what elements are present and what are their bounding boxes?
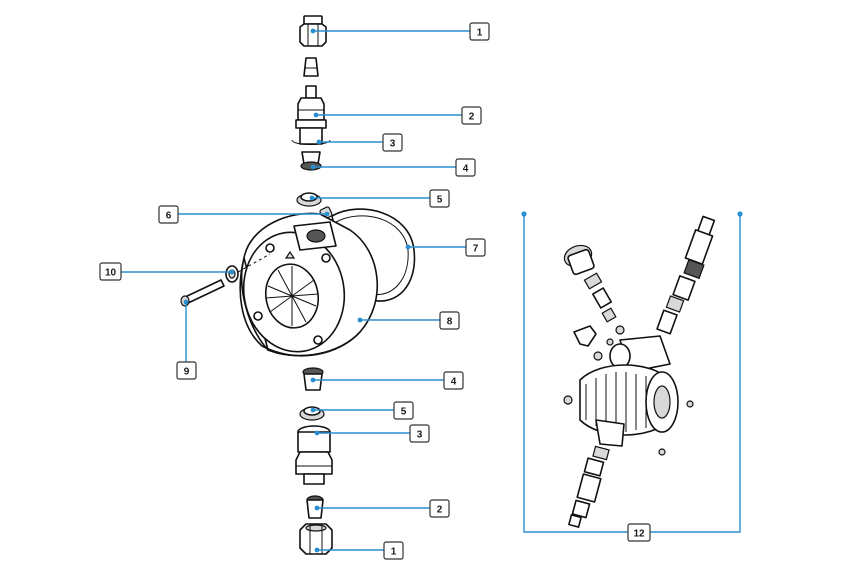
assembled-upper-valve xyxy=(656,215,716,335)
callout-9: 9 xyxy=(176,361,197,380)
top-hex-nut-fitting xyxy=(299,15,327,47)
bottom-washer xyxy=(299,406,325,421)
svg-text:5: 5 xyxy=(401,407,407,418)
callout-7: 7 xyxy=(465,238,486,257)
callout-6: 6 xyxy=(158,205,179,224)
svg-text:3: 3 xyxy=(417,430,423,441)
callout-5-top: 5 xyxy=(429,189,450,208)
callout-2-bottom: 2 xyxy=(429,499,450,518)
svg-text:1: 1 xyxy=(477,28,483,39)
assembled-pump-body xyxy=(579,335,679,447)
callout-8: 8 xyxy=(439,311,460,330)
svg-text:3: 3 xyxy=(390,139,396,150)
assembled-upper-knob xyxy=(563,244,617,323)
pump-head-body xyxy=(239,212,379,357)
callout-3-top: 3 xyxy=(382,133,403,152)
callout-12: 12 xyxy=(627,523,651,542)
svg-text:8: 8 xyxy=(447,317,453,328)
callout-5-bottom: 5 xyxy=(393,401,414,420)
svg-text:7: 7 xyxy=(473,244,479,255)
svg-text:4: 4 xyxy=(451,377,457,388)
callout-3-bottom: 3 xyxy=(409,424,430,443)
svg-text:2: 2 xyxy=(437,505,443,516)
svg-text:6: 6 xyxy=(166,211,172,222)
svg-text:5: 5 xyxy=(437,195,443,206)
svg-text:1: 1 xyxy=(391,547,397,558)
callout-4-bottom: 4 xyxy=(443,371,464,390)
svg-text:2: 2 xyxy=(469,112,475,123)
callout-2-top: 2 xyxy=(461,106,482,125)
top-washer xyxy=(296,192,322,207)
top-tapered-seal xyxy=(303,57,319,77)
bottom-valve-body xyxy=(295,425,333,485)
svg-text:9: 9 xyxy=(184,367,190,378)
svg-text:12: 12 xyxy=(633,529,645,540)
callout-10: 10 xyxy=(99,262,122,281)
assembled-lower-valve xyxy=(568,445,610,528)
callout-1-bottom: 1 xyxy=(383,541,404,560)
callout-1-top: 1 xyxy=(469,22,490,41)
exploded-view xyxy=(180,15,416,555)
svg-text:4: 4 xyxy=(463,164,469,175)
assembled-elbow xyxy=(573,325,597,347)
svg-text:10: 10 xyxy=(105,268,117,279)
bottom-check-valve xyxy=(302,367,324,391)
bottom-hex-nut xyxy=(299,523,333,555)
assembled-view xyxy=(563,215,716,528)
callout-4-top: 4 xyxy=(455,158,476,177)
